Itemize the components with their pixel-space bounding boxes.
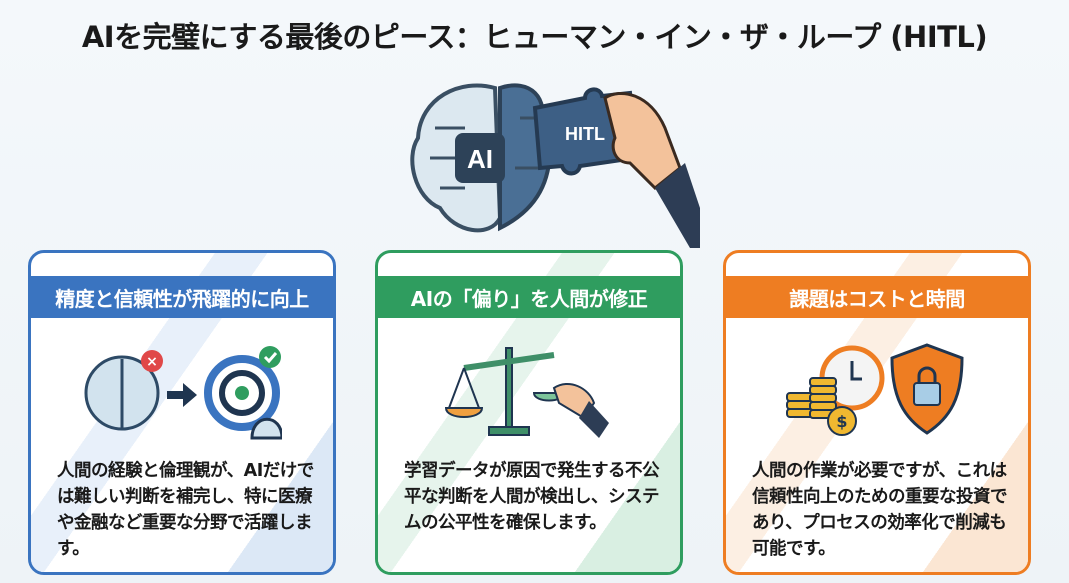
scale-icon <box>444 347 609 438</box>
card-accuracy: 精度と信頼性が飛躍的に向上 × 人間の経験と倫理観が、AIだけでは難しい判断を補… <box>28 250 336 575</box>
cost-time-security-icon: $ <box>786 343 964 436</box>
brain-to-target-icon: × <box>84 346 282 440</box>
card-body: 人間の経験と倫理観が、AIだけでは難しい判断を補完し、特に医療や金融など重要な分… <box>57 461 314 559</box>
coins-icon: $ <box>786 377 857 436</box>
card-body: 人間の作業が必要ですが、これは信頼性向上のための重要な投資であり、プロセスの効率… <box>752 461 1008 559</box>
card-heading: AIの「偏り」を人間が修正 <box>378 276 680 318</box>
brain-icon: AI <box>410 83 553 233</box>
svg-text:×: × <box>146 354 158 370</box>
card-cost: 課題はコストと時間 $ 人間の作業が必要ですが、これは信頼性向上のための重要な投… <box>723 250 1031 575</box>
hero-illustration: AI HITL <box>410 83 700 248</box>
card-bias: AIの「偏り」を人間が修正 学習データが原因で発生する不公平な判断を人間が検出し… <box>375 250 683 575</box>
hand-icon <box>603 91 700 248</box>
page-title: AIを完璧にする最後のピース：ヒューマン・イン・ザ・ループ (HITL) <box>81 20 988 54</box>
card-heading: 課題はコストと時間 <box>726 276 1028 318</box>
puzzle-label: HITL <box>565 124 605 144</box>
svg-text:$: $ <box>836 412 847 431</box>
card-heading: 精度と信頼性が飛躍的に向上 <box>31 276 333 318</box>
shield-lock-icon <box>890 343 964 435</box>
card-body: 学習データが原因で発生する不公平な判断を人間が検出し、システムの公平性を確保しま… <box>404 461 660 533</box>
brain-label: AI <box>467 144 493 174</box>
